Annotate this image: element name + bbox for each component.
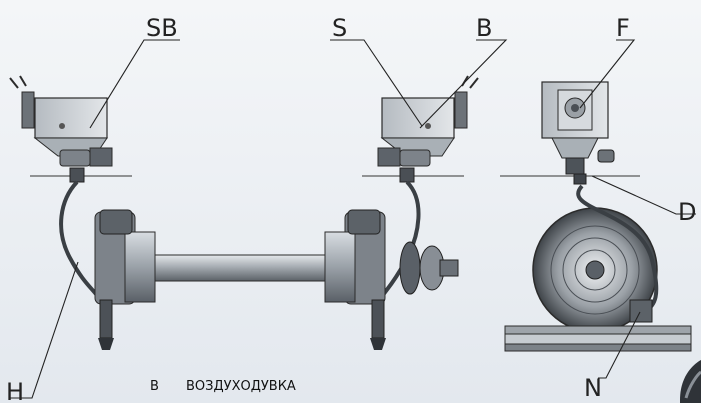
wheelset [94,209,459,350]
callout-sb: SB [146,14,178,42]
front-view [504,81,692,352]
callout-n: N [584,374,602,402]
callout-s: S [332,14,347,42]
leader-lines [10,39,696,399]
sandbox-right [377,75,479,183]
callout-d: D [678,198,696,226]
legend-text-b: ВОЗДУХОДУВКА [186,379,296,394]
sandbox-left [9,75,113,183]
callout-h: H [6,378,24,403]
legend: B ВОЗДУХОДУВКА [150,379,296,394]
callout-b: B [476,14,492,42]
corner-swirl-decoration [680,360,701,403]
legend-key-b: B [150,379,159,394]
callout-f: F [616,14,630,42]
